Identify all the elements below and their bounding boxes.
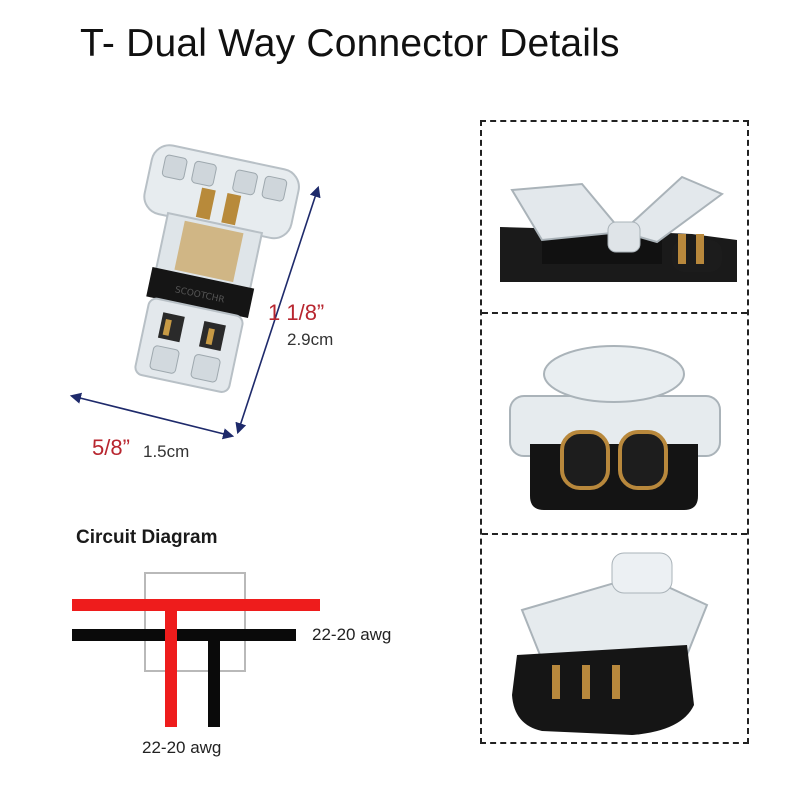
black-wire-horizontal (72, 629, 296, 641)
angled-connector-photo (482, 535, 747, 744)
red-wire-horizontal (72, 599, 320, 611)
open-connector-photo (482, 122, 747, 312)
photo-divider (482, 533, 747, 535)
connector-box-outline (144, 572, 246, 672)
length-cm-label: 2.9cm (287, 330, 334, 349)
black-wire-vertical (208, 635, 220, 727)
width-dimension-arrow (69, 392, 235, 440)
awg-label-horizontal: 22-20 awg (312, 625, 392, 644)
photo-divider (482, 312, 747, 314)
width-cm-label: 1.5cm (143, 442, 190, 461)
length-inch-label: 1 1/8” (268, 300, 325, 325)
front-connector-photo (482, 314, 747, 533)
photo-panel (480, 120, 749, 744)
awg-label-vertical: 22-20 awg (142, 738, 222, 757)
red-wire-vertical (165, 605, 177, 727)
width-inch-label: 5/8” (92, 435, 130, 460)
circuit-diagram-heading: Circuit Diagram (76, 527, 218, 548)
length-dimension-arrow (235, 185, 321, 435)
page-title: T- Dual Way Connector Details (80, 22, 620, 65)
